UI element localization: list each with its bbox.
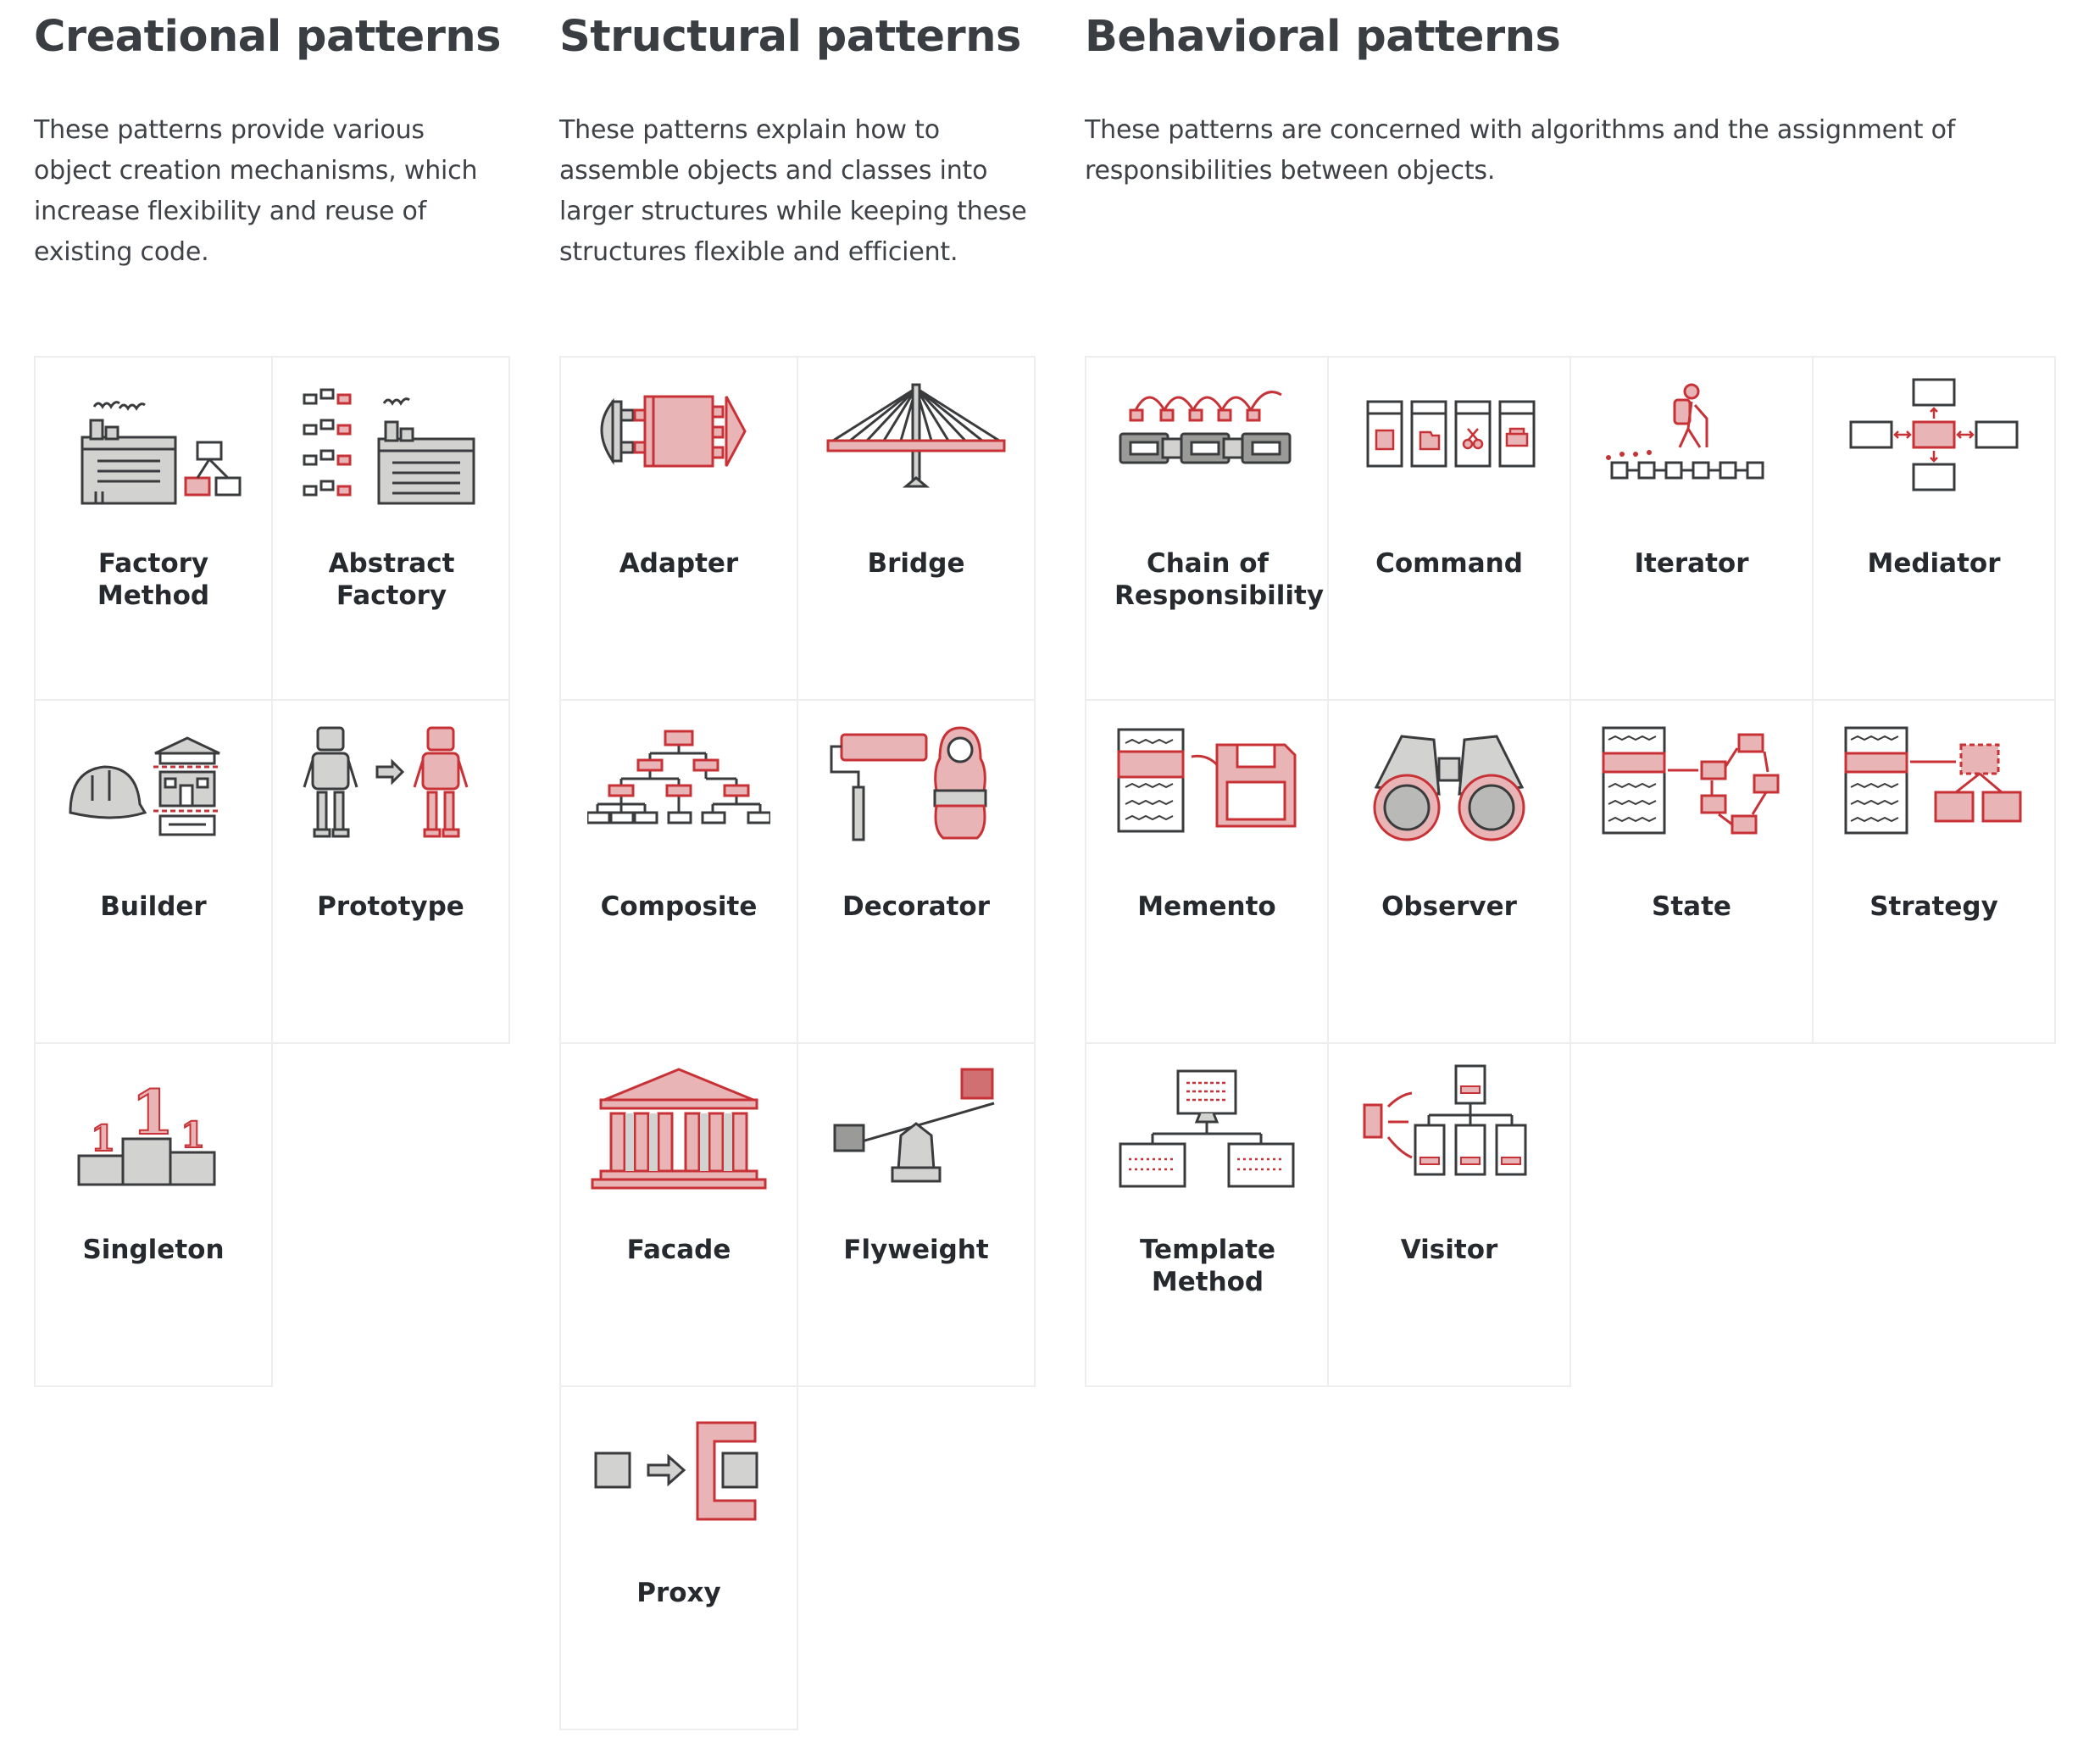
pattern-card-iterator[interactable]: Iterator	[1571, 358, 1814, 701]
pattern-card-builder[interactable]: Builder	[36, 701, 273, 1044]
pattern-name: Facade	[626, 1235, 731, 1265]
pattern-card-mediator[interactable]: Mediator	[1814, 358, 2056, 701]
behavioral-title: Behavioral patterns	[1085, 12, 1561, 62]
pattern-card-memento[interactable]: Memento	[1086, 701, 1329, 1044]
pattern-name: Factory Method	[97, 548, 210, 611]
creational-grid: Factory Method Abs	[34, 356, 510, 1387]
pattern-name: Builder	[100, 891, 207, 922]
factory-icon	[81, 401, 242, 505]
pattern-name: Template Method	[1140, 1235, 1275, 1297]
pattern-card-adapter[interactable]: Adapter	[561, 358, 798, 701]
pattern-name: Prototype	[317, 891, 464, 922]
svg-text:1: 1	[181, 1114, 205, 1156]
factory-tree-icon	[303, 388, 475, 505]
pattern-name: Decorator	[842, 891, 991, 922]
state-cycle-icon	[1602, 726, 1780, 835]
pattern-card-factory-method[interactable]: Factory Method	[36, 358, 273, 701]
podium-icon: 1 1 1	[77, 1075, 216, 1186]
strategy-options-icon	[1844, 726, 2022, 835]
proxy-box-icon	[594, 1421, 758, 1521]
visitor-servers-icon	[1363, 1064, 1527, 1176]
pattern-card-flyweight[interactable]: Flyweight	[798, 1044, 1036, 1387]
bridge-icon	[826, 383, 1006, 488]
mediator-hub-icon	[1849, 378, 2019, 491]
behavioral-description: These patterns are concerned with algori…	[1085, 115, 1956, 186]
paint-roller-doll-icon	[830, 726, 987, 841]
pattern-card-chain-of-responsibility[interactable]: Chain of Responsibility	[1086, 358, 1329, 701]
pattern-card-proxy[interactable]: Proxy	[561, 1387, 798, 1730]
creational-title: Creational patterns	[34, 12, 502, 62]
tree-structure-icon	[587, 730, 770, 824]
command-buttons-icon	[1366, 400, 1536, 468]
pattern-card-state[interactable]: State	[1571, 701, 1814, 1044]
pattern-name: State	[1652, 891, 1731, 922]
behavioral-grid: Chain of Responsibility Command	[1085, 356, 2056, 1387]
pattern-card-observer[interactable]: Observer	[1329, 701, 1571, 1044]
structural-description: These patterns explain how to assemble o…	[559, 115, 1027, 267]
robots-icon	[303, 726, 469, 838]
seesaw-icon	[833, 1068, 995, 1183]
pattern-name: Singleton	[82, 1235, 225, 1265]
svg-text:1: 1	[91, 1118, 115, 1159]
chain-icon	[1119, 391, 1292, 464]
temple-icon	[591, 1068, 767, 1190]
template-screens-icon	[1119, 1069, 1295, 1188]
pattern-card-command[interactable]: Command	[1329, 358, 1571, 701]
pattern-card-bridge[interactable]: Bridge	[798, 358, 1036, 701]
pattern-name: Observer	[1381, 891, 1517, 922]
pattern-card-strategy[interactable]: Strategy	[1814, 701, 2056, 1044]
pattern-card-decorator[interactable]: Decorator	[798, 701, 1036, 1044]
pattern-card-template-method[interactable]: Template Method	[1086, 1044, 1329, 1387]
plug-adapter-icon	[600, 395, 747, 468]
hiker-icon	[1606, 383, 1764, 480]
svg-text:1: 1	[131, 1076, 174, 1148]
structural-title: Structural patterns	[559, 12, 1021, 62]
pattern-name: Command	[1375, 548, 1523, 579]
pattern-name: Bridge	[867, 548, 965, 579]
pattern-name: Mediator	[1867, 548, 2001, 579]
pattern-card-prototype[interactable]: Prototype	[273, 701, 510, 1044]
pattern-name: Adapter	[619, 548, 739, 579]
hardhat-house-icon	[69, 736, 221, 836]
binoculars-icon	[1373, 735, 1525, 841]
pattern-card-composite[interactable]: Composite	[561, 701, 798, 1044]
creational-description: These patterns provide various object cr…	[34, 115, 478, 267]
pattern-name: Chain of Responsibility	[1114, 548, 1325, 611]
pattern-name: Proxy	[636, 1578, 721, 1608]
pattern-card-facade[interactable]: Facade	[561, 1044, 798, 1387]
pattern-name: Flyweight	[843, 1235, 989, 1265]
pattern-name: Abstract Factory	[328, 548, 455, 611]
structural-grid: Adapter Bridge	[559, 356, 1036, 1730]
pattern-card-singleton[interactable]: 1 1 1 Singleton	[36, 1044, 273, 1387]
pattern-name: Strategy	[1869, 891, 1998, 922]
pattern-name: Visitor	[1400, 1235, 1498, 1265]
floppy-disk-icon	[1117, 728, 1297, 833]
pattern-name: Composite	[600, 891, 758, 922]
pattern-card-visitor[interactable]: Visitor	[1329, 1044, 1571, 1387]
pattern-card-abstract-factory[interactable]: Abstract Factory	[273, 358, 510, 701]
pattern-name: Iterator	[1634, 548, 1749, 579]
pattern-name: Memento	[1137, 891, 1276, 922]
